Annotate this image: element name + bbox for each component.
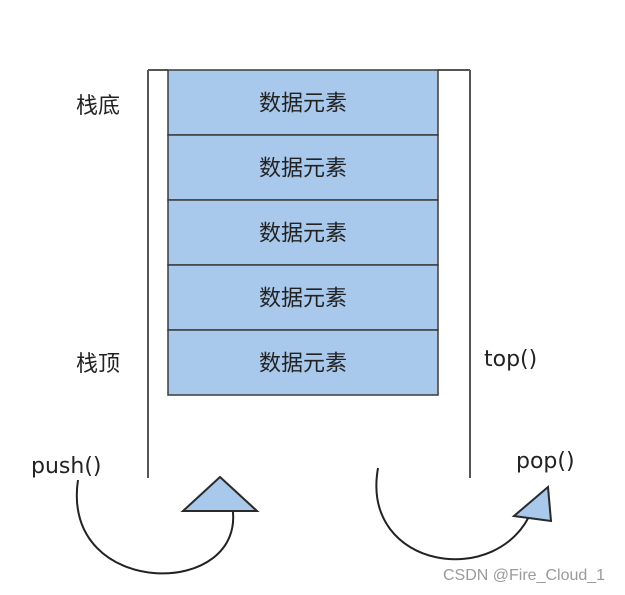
pop-label: pop() bbox=[516, 449, 575, 474]
stack-cell-label: 数据元素 bbox=[259, 222, 347, 247]
stack-bottom-label: 栈底 bbox=[76, 94, 121, 119]
push-arrow-icon bbox=[180, 475, 260, 512]
stack-cell bbox=[167, 329, 439, 396]
pop-curve bbox=[375, 467, 533, 561]
stack-cell bbox=[167, 69, 439, 136]
stack-cell-label: 数据元素 bbox=[259, 287, 347, 312]
stack-cell bbox=[167, 199, 439, 266]
stack-cell-label: 数据元素 bbox=[259, 352, 347, 377]
push-label: push() bbox=[31, 454, 102, 479]
stack-cell-label: 数据元素 bbox=[259, 92, 347, 117]
top-function-label: top() bbox=[484, 347, 538, 372]
watermark: CSDN @Fire_Cloud_1 bbox=[443, 567, 606, 584]
push-curve bbox=[75, 479, 235, 575]
stack-top-label: 栈顶 bbox=[76, 352, 121, 377]
stack-cell bbox=[167, 264, 439, 331]
stack-cell-label: 数据元素 bbox=[259, 157, 347, 182]
pop-arrow-icon bbox=[511, 484, 553, 523]
